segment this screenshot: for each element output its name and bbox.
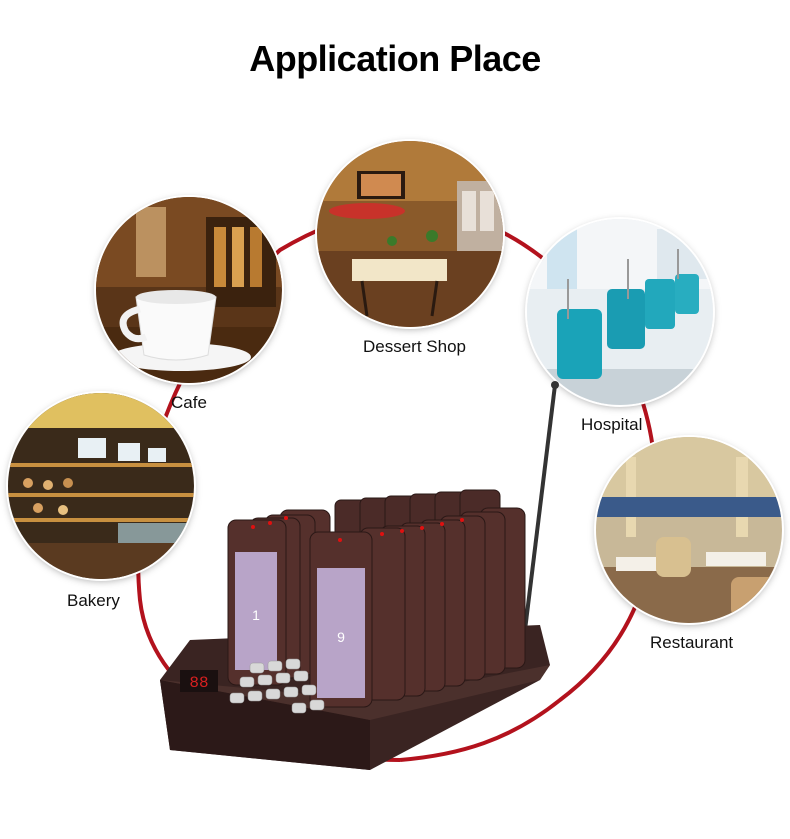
hospital-label: Hospital — [581, 415, 643, 434]
pager-system-device: 1 9 88 — [160, 381, 559, 770]
restaurant-photo — [596, 437, 782, 623]
cafe-label: Cafe — [171, 393, 207, 412]
dessert-shop-label: Dessert Shop — [363, 337, 466, 356]
svg-text:9: 9 — [337, 629, 345, 645]
hospital-photo — [527, 219, 713, 405]
cafe-photo — [96, 197, 282, 383]
svg-text:1: 1 — [252, 607, 260, 623]
svg-text:88: 88 — [189, 674, 208, 692]
dessert-shop-photo — [317, 141, 503, 327]
restaurant-label: Restaurant — [650, 633, 734, 652]
page-title: Application Place — [249, 38, 541, 79]
bakery-photo — [8, 393, 194, 579]
bakery-label: Bakery — [67, 591, 120, 610]
